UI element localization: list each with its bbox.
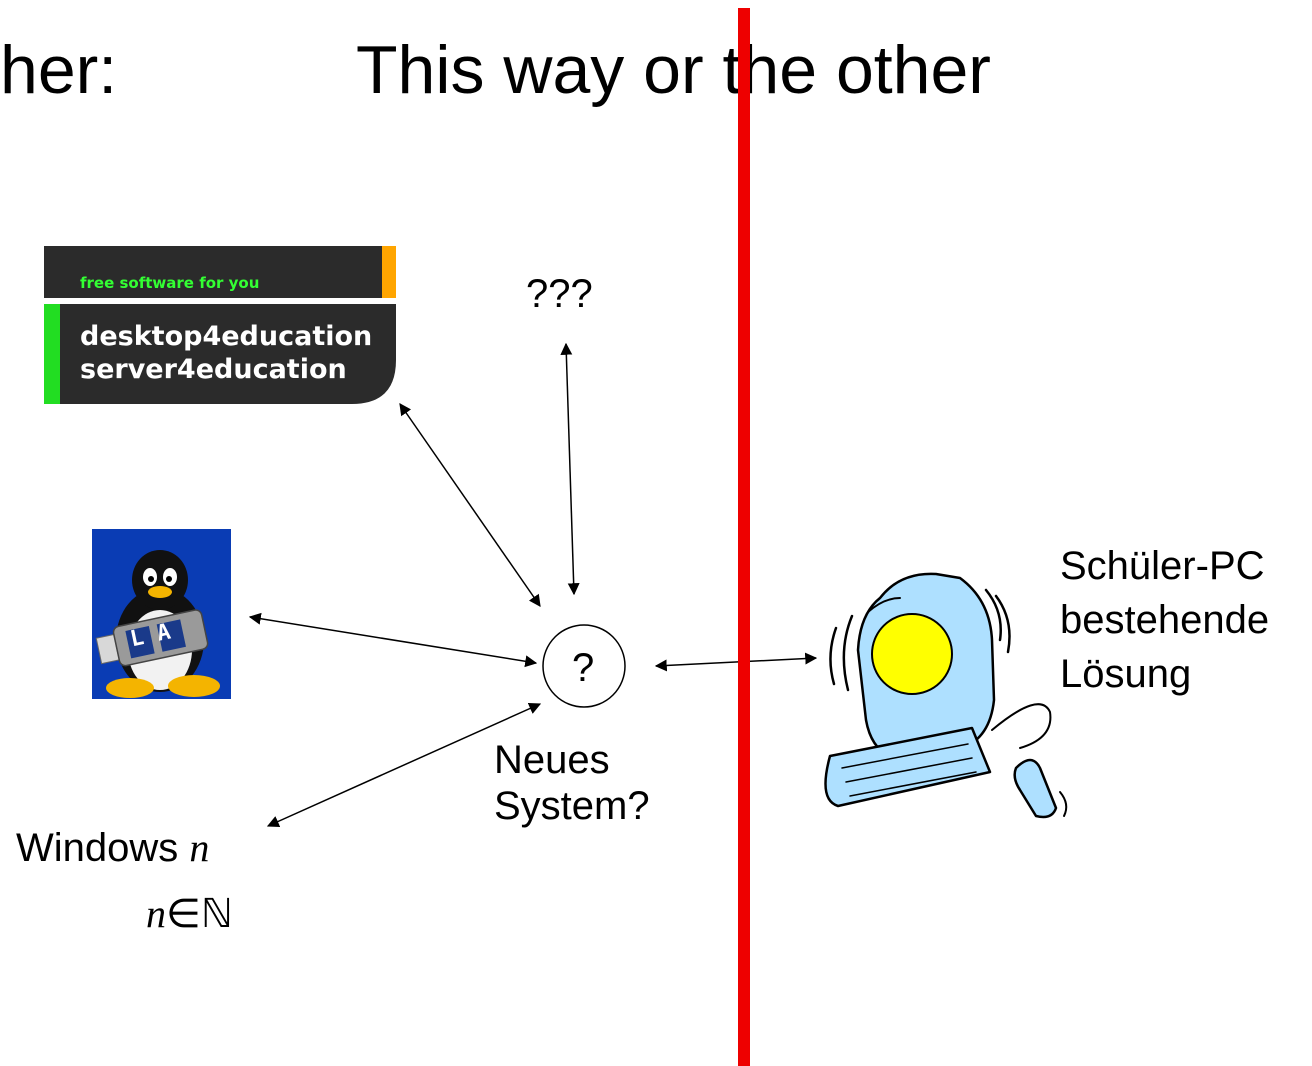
badge-orange-accent [382,246,396,298]
new-system-label-line-2: System? [494,784,650,828]
desktop4education-badge [44,246,396,404]
student-pc-label-line-1: Schüler-PC [1060,544,1265,588]
red-divider-line [738,8,750,1066]
student-pc-label-line-2: bestehende [1060,598,1270,642]
windows-condition: n∈ℕ [146,891,233,937]
student-pc-label-line-3: Lösung [1060,652,1192,696]
arrow-linux-center [248,612,538,668]
badge-tagline: free software for you [80,274,260,292]
windows-text: Windows [16,826,179,870]
center-question-mark: ? [572,646,595,690]
condition-variable: n [146,891,166,936]
badge-green-accent [44,304,60,404]
arrow-badge-center [399,403,541,607]
arrow-windows-center [266,702,542,828]
arrow-center-pc [654,652,818,672]
computer-clipart-icon [824,572,1068,819]
windows-label: Windows n [16,825,210,871]
new-system-node [542,624,626,708]
windows-variable: n [189,825,210,870]
badge-line-2: server4education [80,354,347,385]
unknown-option-label: ??? [526,272,593,316]
slide-title: This way or the other [356,32,991,108]
condition-set: ∈ℕ [166,892,233,936]
new-system-label-line-1: Neues [494,738,610,782]
penguin-usb-stick-icon [92,529,231,699]
badge-line-1: desktop4education [80,321,373,352]
title-fragment: her: [0,32,118,108]
arrow-unknown-center [560,342,580,596]
connection-arrows [248,342,818,828]
